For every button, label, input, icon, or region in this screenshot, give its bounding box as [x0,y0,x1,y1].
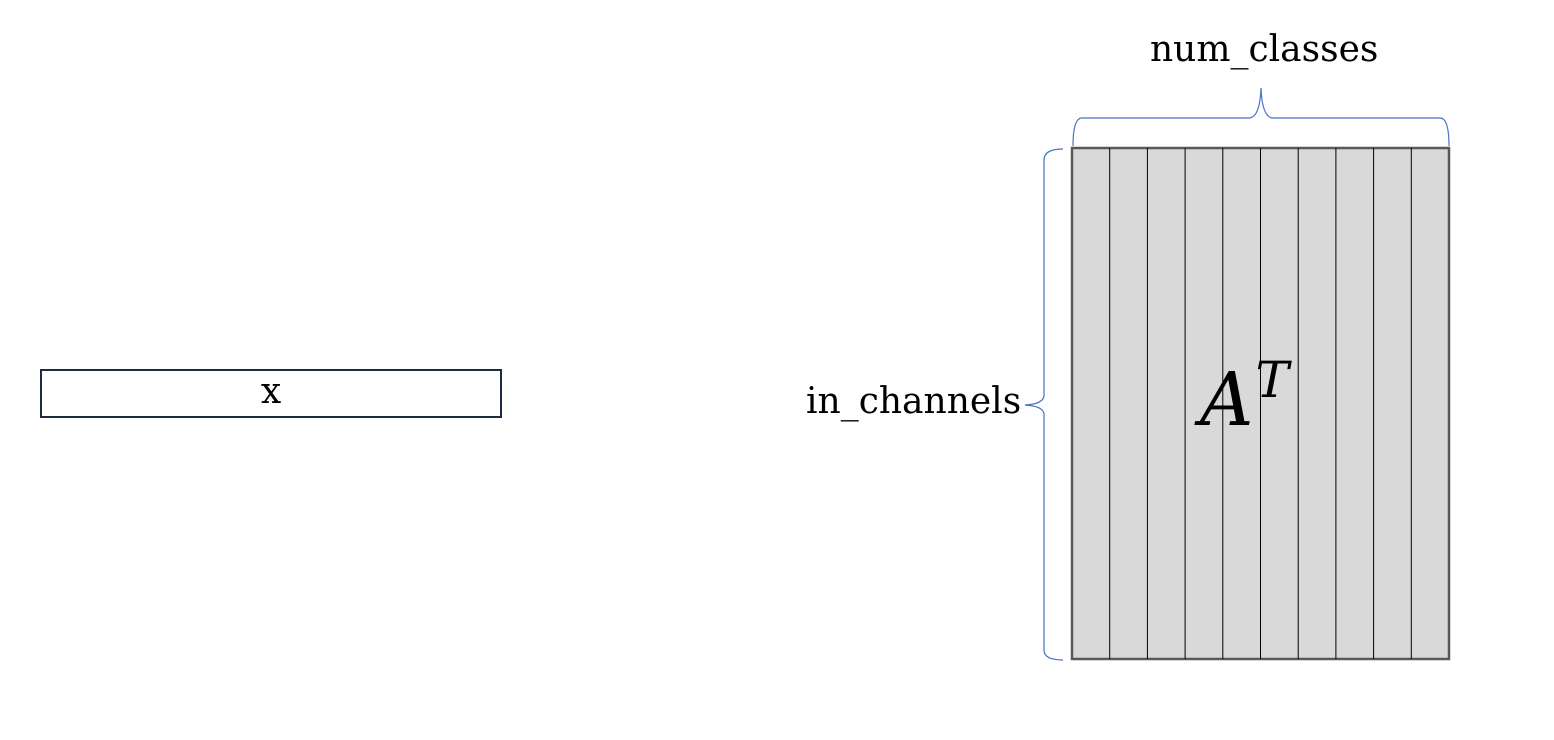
matrix-column-dividers [1109,148,1412,659]
matrix-symbol: AT [1200,355,1289,437]
vector-label: x [260,370,282,412]
in-channels-label: in_channels [806,381,1022,422]
top-brace [1072,87,1450,147]
matrix-symbol-superscript: T [1255,351,1289,409]
input-vector-x: x [40,369,502,418]
left-brace [1024,148,1064,661]
matrix-symbol-base: A [1200,357,1254,443]
num-classes-label: num_classes [1150,29,1379,70]
